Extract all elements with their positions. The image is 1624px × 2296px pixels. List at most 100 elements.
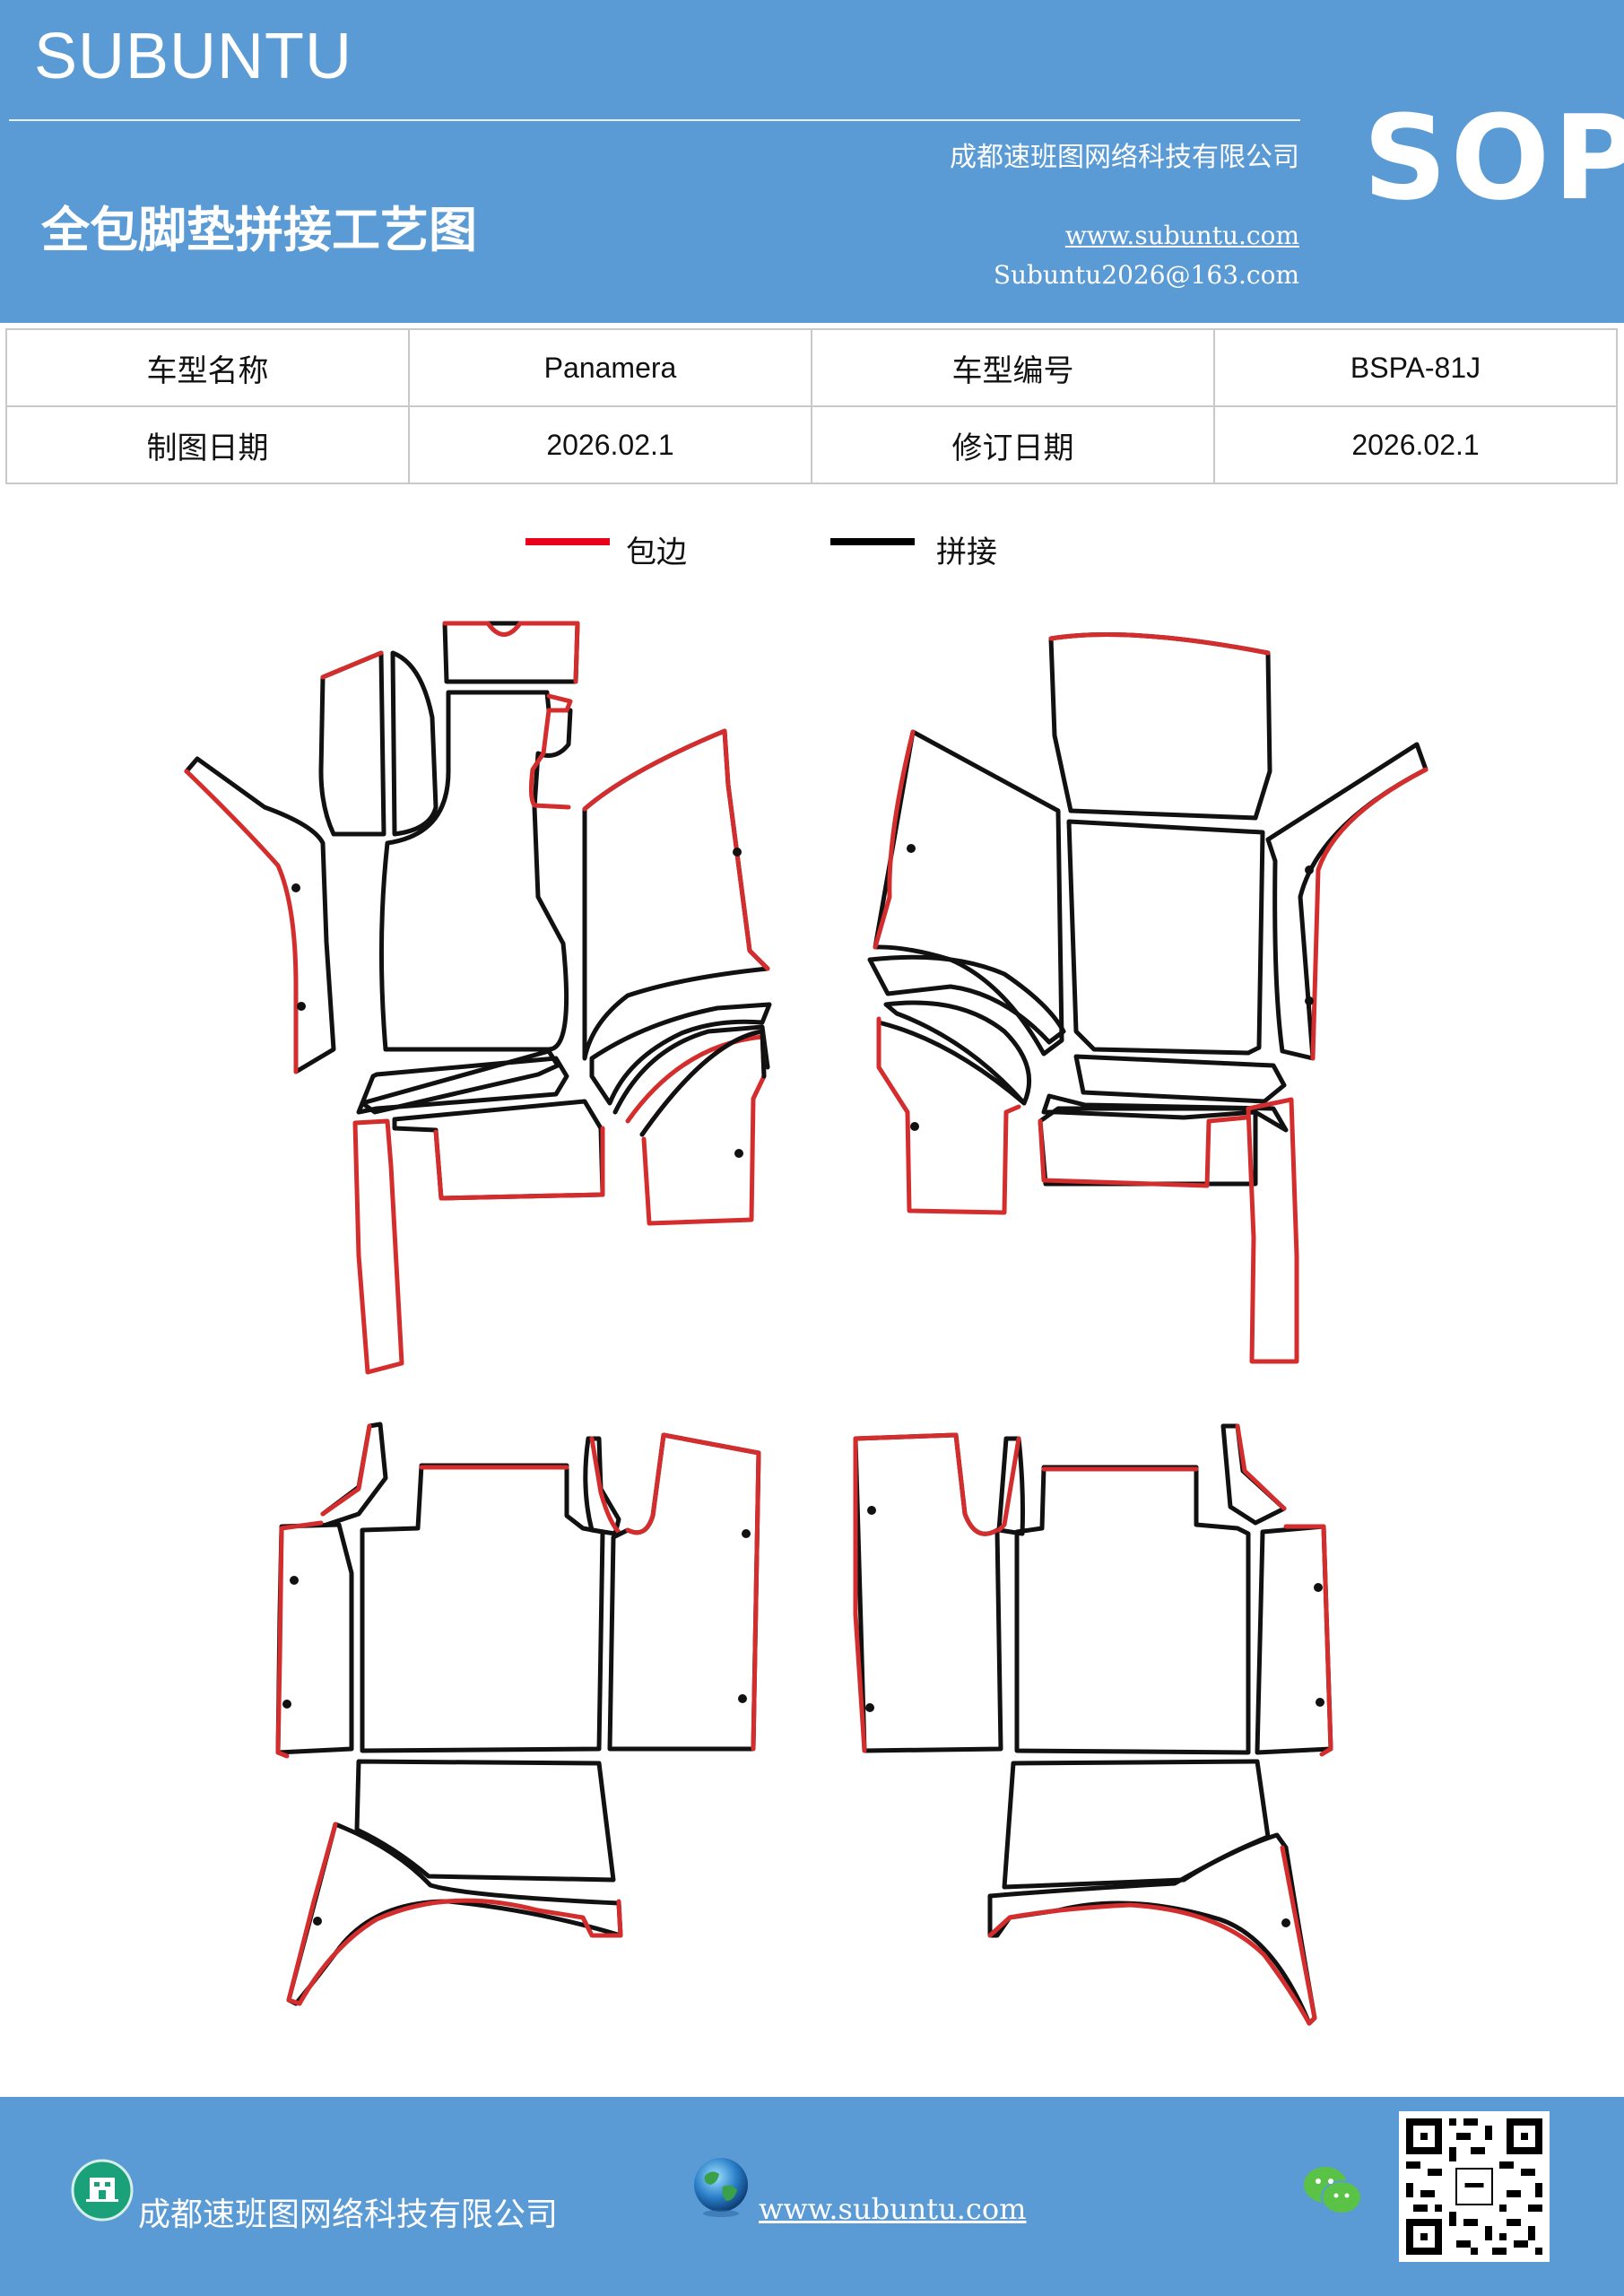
footer-company-name: 成都速班图网络科技有限公司: [138, 2196, 559, 2233]
mat-piece: [442, 621, 580, 684]
mat-piece: [987, 1845, 1317, 2026]
mat-piece: [433, 1126, 605, 1201]
mat-piece: [320, 1423, 372, 1517]
mat-piece: [1255, 1524, 1333, 1755]
mat-piece: [275, 1520, 324, 1759]
fixing-dot: [297, 1002, 306, 1011]
mat-piece: [354, 1759, 616, 1883]
mat-piece: [275, 1522, 354, 1755]
mat-piece: [1014, 1465, 1251, 1755]
mat-piece: [352, 1118, 404, 1375]
mat-piece: [639, 1029, 767, 1226]
table-row: 车型名称 Panamera 车型编号 BSPA-81J: [5, 328, 1618, 407]
fixing-dot: [907, 844, 916, 853]
mat-piece: [873, 729, 916, 950]
mat-piece: [607, 1432, 761, 1752]
mat-piece: [987, 1832, 1317, 2026]
fixing-dot: [738, 1694, 747, 1703]
mat-piece: [996, 1436, 1021, 1533]
fixing-dot: [734, 1149, 743, 1158]
building-icon: [71, 2159, 134, 2222]
mat-piece: [873, 729, 1064, 1057]
mat-piece: [639, 1029, 767, 1137]
fixing-dot: [910, 1122, 919, 1131]
model-name-label: 车型名称: [5, 328, 410, 407]
mat-piece: [528, 693, 573, 810]
mat-piece: [876, 1020, 1027, 1106]
mat-piece: [378, 690, 573, 1052]
email-address: Subuntu2026@163.com: [993, 260, 1299, 290]
brand-name: SUBUNTU: [34, 21, 353, 92]
fixing-dot: [282, 1700, 291, 1709]
footer-website-link[interactable]: www.subuntu.com: [759, 2192, 1027, 2226]
rear-left-mat-group: [275, 1422, 761, 2006]
legend-edge-label: 包边: [626, 535, 687, 570]
mat-piece: [1246, 1097, 1299, 1364]
revise-date-value: 2026.02.1: [1213, 405, 1618, 484]
mat-piece: [1265, 742, 1429, 1061]
fixing-points: [282, 844, 1324, 1927]
mat-piece: [1038, 1115, 1249, 1188]
legend: 包边 拼接: [0, 527, 1624, 572]
front-right-mat-group: [867, 632, 1429, 1364]
mat-piece: [612, 1024, 770, 1115]
fixing-dot: [867, 1506, 876, 1515]
info-table: 车型名称 Panamera 车型编号 BSPA-81J 制图日期 2026.02…: [5, 328, 1618, 484]
rear-right-mat-group: [853, 1423, 1333, 2026]
mat-piece: [392, 1099, 605, 1201]
draw-date-value: 2026.02.1: [408, 405, 812, 484]
qr-code: [1399, 2111, 1550, 2262]
mat-piece: [1048, 632, 1271, 656]
mat-piece: [1235, 1423, 1287, 1511]
revise-date-label: 修订日期: [811, 405, 1215, 484]
fixing-dot: [291, 883, 300, 892]
mat-piece: [360, 1463, 605, 1753]
mat-piece: [390, 650, 439, 837]
fixing-dot: [742, 1529, 751, 1538]
mat-piece: [356, 1056, 569, 1115]
legend-joint-swatch: [830, 538, 915, 545]
mat-piece: [1220, 1423, 1287, 1526]
fixing-dot: [1305, 865, 1314, 874]
legend-edge-swatch: [525, 538, 610, 545]
table-row: 制图日期 2026.02.1 修订日期 2026.02.1: [5, 405, 1618, 484]
model-code-label: 车型编号: [811, 328, 1215, 407]
mat-piece: [625, 1034, 765, 1124]
mat-piece: [1002, 1759, 1271, 1890]
mat-piece: [583, 1436, 621, 1536]
mat-piece: [1283, 1524, 1333, 1757]
mat-piece: [589, 1436, 623, 1536]
fixing-dot: [313, 1917, 322, 1926]
mat-piece: [853, 1432, 1003, 1753]
mat-piece: [184, 756, 336, 1074]
front-left-mat-group: [184, 621, 772, 1375]
fixing-dot: [733, 848, 742, 857]
mat-piece: [318, 650, 386, 837]
mat-piece: [320, 650, 384, 680]
mat-piece: [883, 1000, 1032, 1106]
fixing-dot: [865, 1703, 874, 1712]
model-code-value: BSPA-81J: [1213, 328, 1618, 407]
mat-piece: [1310, 767, 1429, 1061]
legend-joint-label: 拼接: [936, 535, 997, 570]
mat-piece: [625, 1432, 761, 1752]
mat-piece: [853, 1432, 1000, 1753]
globe-icon: [694, 2158, 748, 2217]
mat-piece: [589, 1002, 772, 1106]
mat-piece: [1048, 632, 1272, 821]
mat-piece: [876, 1016, 1021, 1215]
mat-piece: [286, 1822, 623, 2006]
fixing-dot: [1281, 1918, 1290, 1927]
mat-piece: [867, 954, 1066, 1045]
website-link[interactable]: www.subuntu.com: [1064, 221, 1299, 250]
fixing-dot: [1314, 1583, 1323, 1592]
mat-piece: [184, 769, 299, 1074]
fixing-dot: [290, 1576, 299, 1585]
floor-mat-diagram: [184, 621, 1429, 2026]
wechat-icon: [1304, 2167, 1362, 2214]
model-name-value: Panamera: [408, 328, 812, 407]
draw-date-label: 制图日期: [5, 405, 410, 484]
fixing-dot: [1305, 996, 1314, 1005]
mat-piece: [1066, 819, 1265, 1056]
company-name: 成都速班图网络科技有限公司: [950, 142, 1299, 173]
